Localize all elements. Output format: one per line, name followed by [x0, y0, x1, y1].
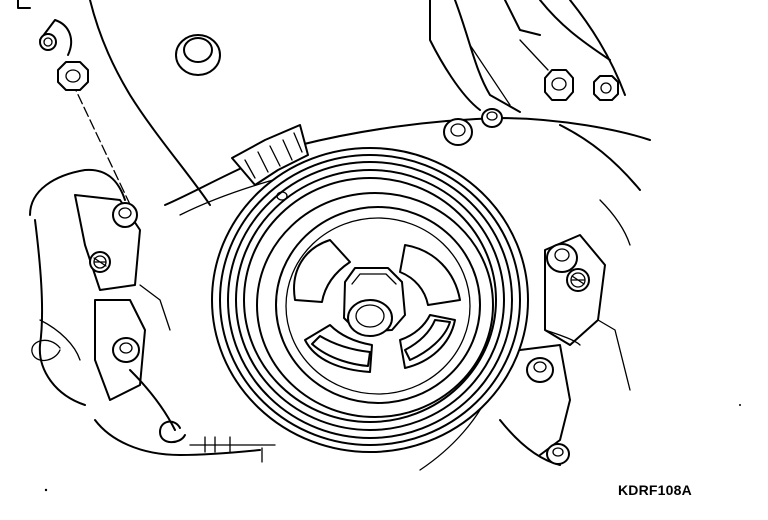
bolt-left-mid — [112, 202, 138, 228]
bolt-far-right — [593, 75, 619, 101]
timing-cover-outline — [17, 0, 651, 246]
figure-code-label: KDRF108A — [618, 482, 692, 498]
bolt-upper-right — [544, 69, 574, 101]
stud-left-threaded — [89, 251, 111, 273]
bolt-right-upper — [546, 243, 578, 273]
pulley-hub — [293, 239, 461, 373]
bolt-right-lower — [526, 357, 554, 383]
bolt-upper-left-small — [39, 33, 57, 51]
bolt-left-lower — [112, 337, 140, 363]
bolt-top-left — [57, 61, 89, 91]
leader-line — [71, 81, 136, 216]
stud-right-threaded — [566, 268, 590, 292]
dowel-top — [175, 34, 221, 76]
stray-mark — [739, 404, 741, 406]
crankshaft-bolt — [343, 267, 406, 337]
bolt-bottom-right — [546, 443, 570, 465]
stray-mark — [44, 488, 48, 492]
bolt-upper-center-right — [481, 108, 503, 128]
left-mounting-bracket — [29, 19, 276, 463]
bolt-upper-center — [443, 118, 473, 146]
timing-mark-tab — [231, 124, 309, 201]
